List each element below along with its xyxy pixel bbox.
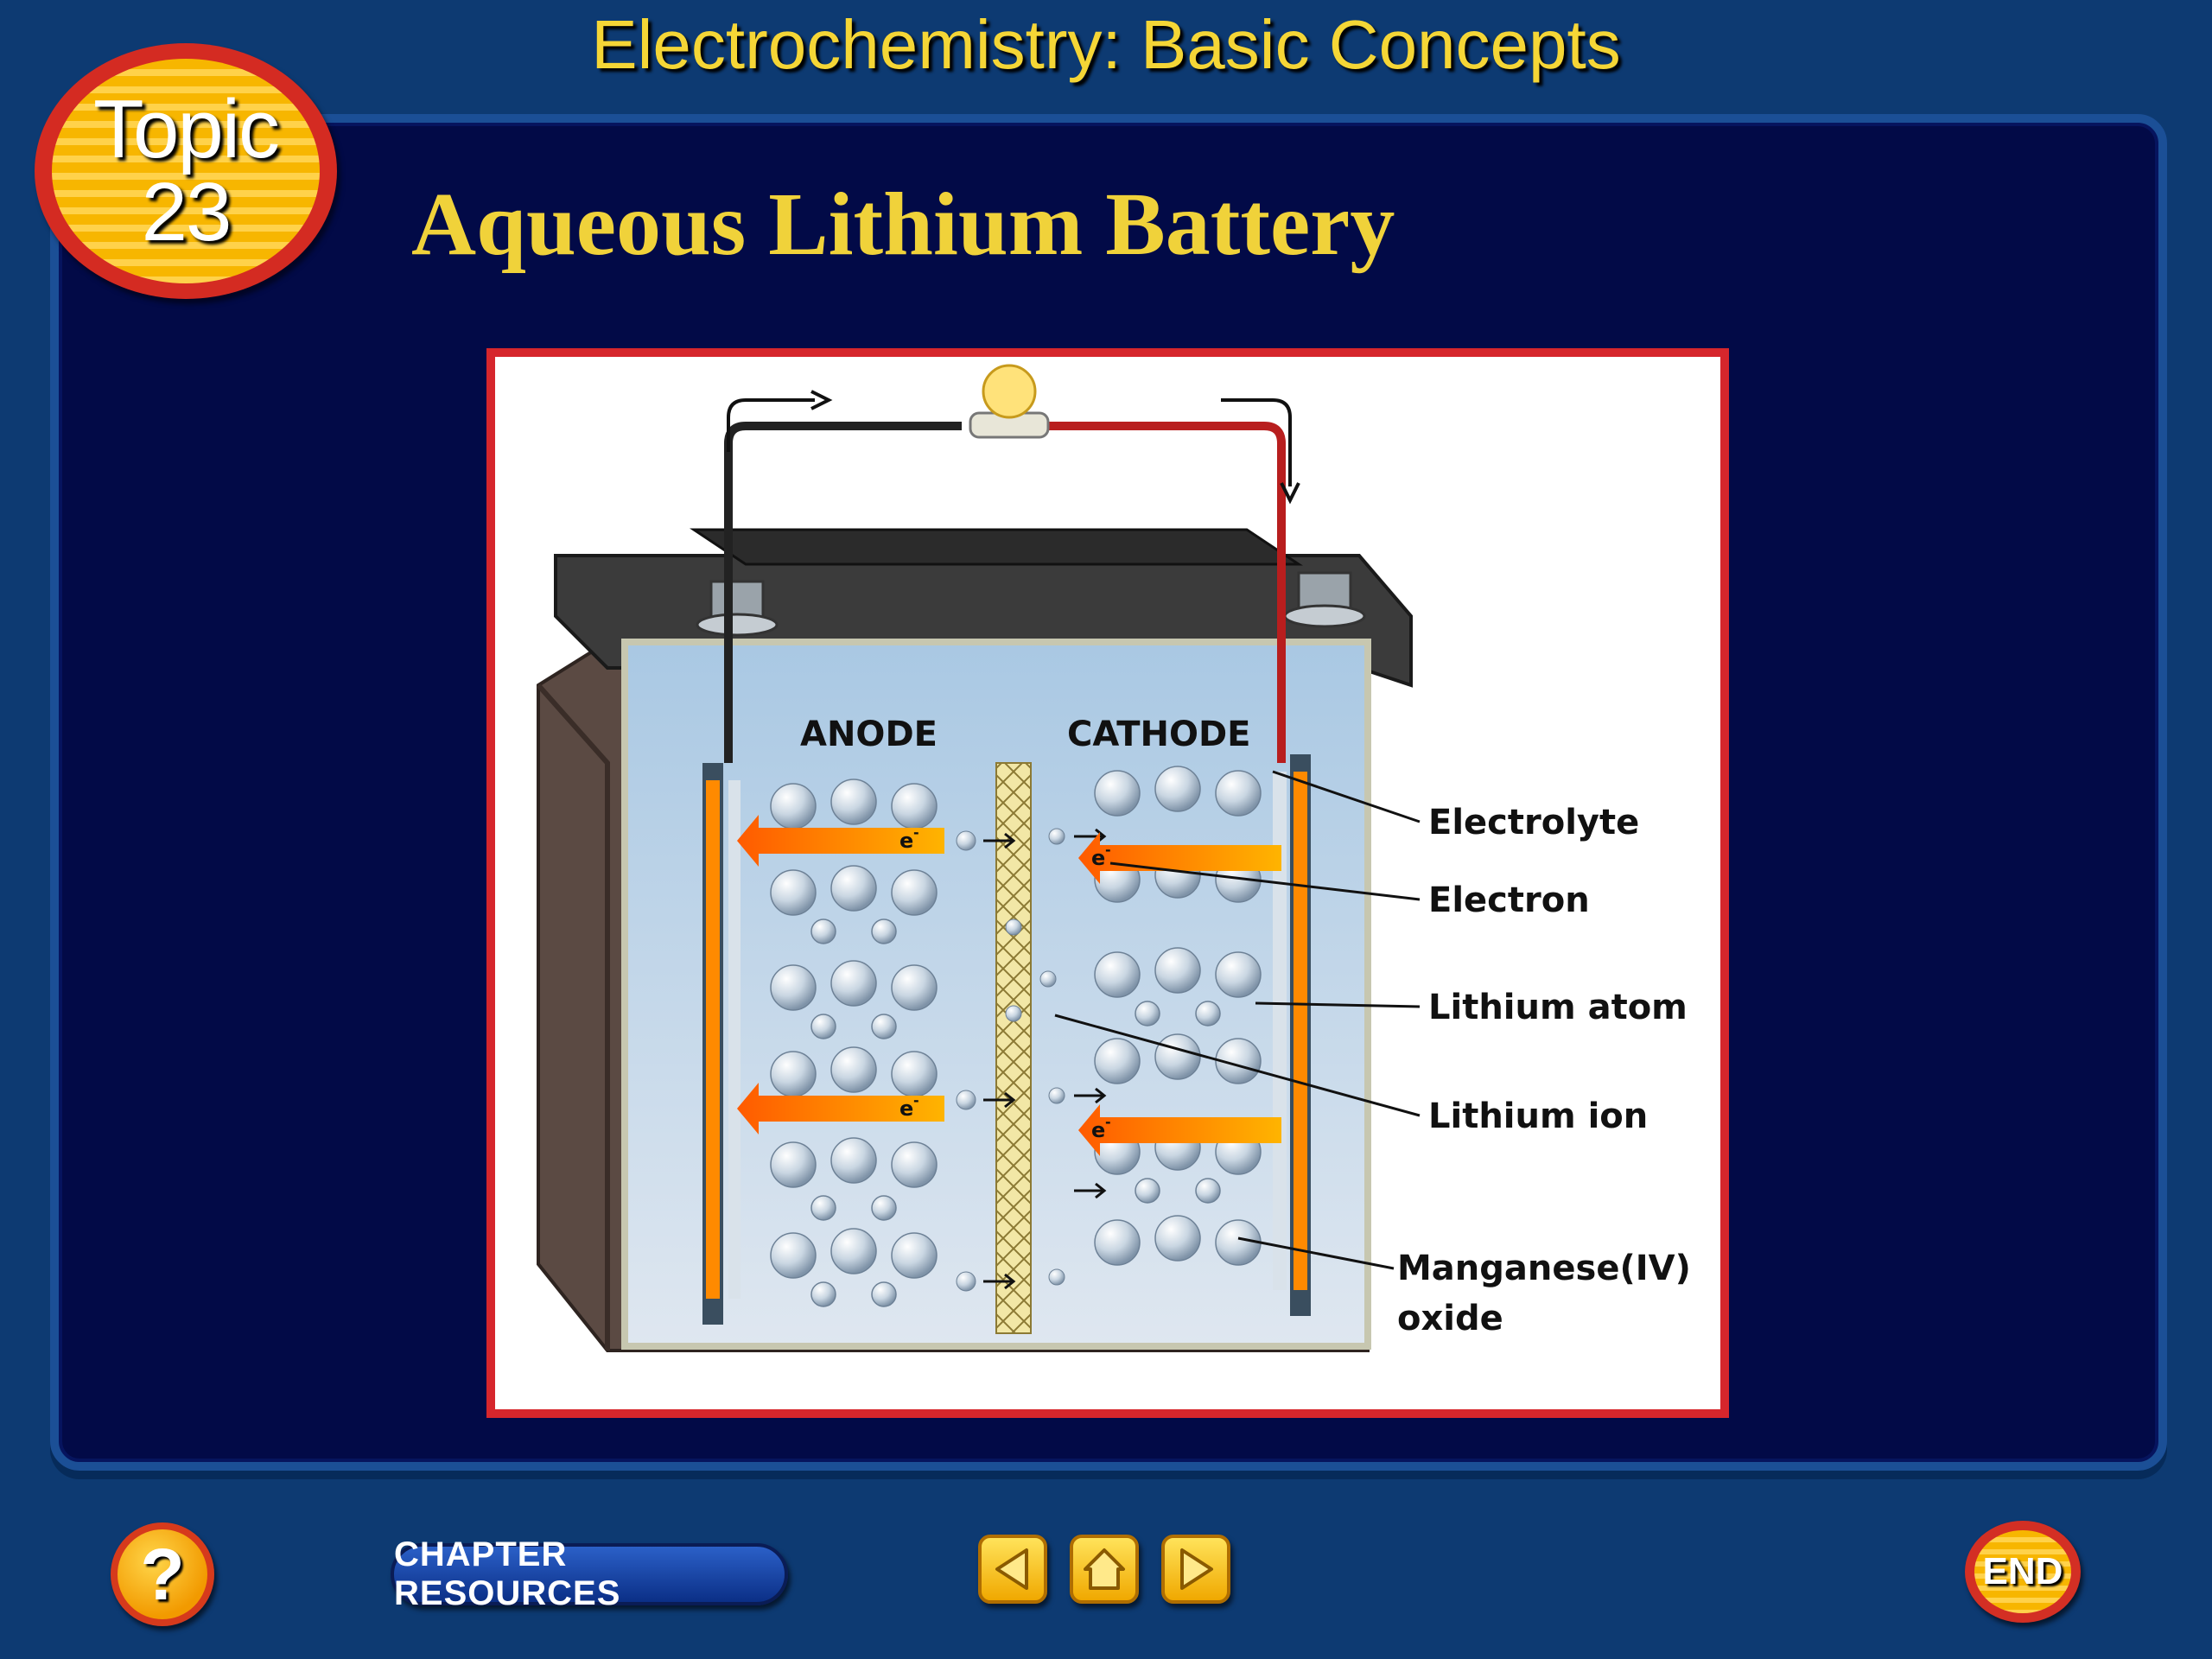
home-icon bbox=[1084, 1548, 1125, 1590]
chapter-resources-button[interactable]: CHAPTER RESOURCES bbox=[391, 1535, 788, 1612]
electron-symbol: e bbox=[1091, 1118, 1105, 1142]
topic-badge: Topic 23 bbox=[35, 43, 337, 299]
electron-symbol: e bbox=[899, 1096, 913, 1121]
help-button[interactable]: ? bbox=[111, 1522, 214, 1626]
topic-label: Topic bbox=[92, 83, 280, 175]
electron-symbol: e bbox=[899, 829, 913, 853]
callout-leaders bbox=[1054, 770, 1421, 1270]
electron-flow-arrows bbox=[737, 815, 1281, 1156]
lithium-atom-label: Lithium atom bbox=[1428, 988, 1688, 1027]
electron-charge: - bbox=[1105, 842, 1111, 858]
cathode-wire bbox=[1048, 422, 1286, 763]
battery-diagram: e - e - e - e - ANODE CATHODE Electrolyt… bbox=[486, 348, 1729, 1418]
home-button[interactable] bbox=[1070, 1535, 1139, 1604]
end-button[interactable]: END bbox=[1965, 1521, 2081, 1623]
topic-badge-inner: Topic 23 bbox=[52, 59, 320, 283]
topic-number: 23 bbox=[141, 166, 232, 258]
end-label: END bbox=[1982, 1550, 2063, 1592]
forward-button[interactable] bbox=[1161, 1535, 1230, 1604]
forward-arrow-icon bbox=[1180, 1548, 1213, 1590]
help-icon: ? bbox=[140, 1534, 185, 1615]
battery-diagram-svg: e - e - e - e - ANODE CATHODE Electrolyt… bbox=[536, 364, 1691, 1352]
electron-charge: - bbox=[913, 824, 919, 841]
manganese-label-line1: Manganese(IV) bbox=[1397, 1249, 1691, 1288]
back-arrow-icon bbox=[995, 1548, 1028, 1590]
electron-charge: - bbox=[1105, 1114, 1111, 1130]
anode-label: ANODE bbox=[800, 715, 938, 754]
anode-lithium-atoms bbox=[770, 779, 938, 1307]
electron-label: Electron bbox=[1428, 880, 1590, 920]
header-title: Electrochemistry: Basic Concepts bbox=[591, 6, 1621, 83]
cathode-label: CATHODE bbox=[1067, 715, 1251, 754]
manganese-label-line2: oxide bbox=[1397, 1299, 1503, 1338]
lithium-ions bbox=[956, 828, 1065, 1292]
chapter-resources-label: CHAPTER RESOURCES bbox=[394, 1535, 621, 1612]
electron-symbol: e bbox=[1091, 846, 1105, 870]
electron-charge: - bbox=[913, 1092, 919, 1109]
end-button-inner: END bbox=[1974, 1530, 2071, 1613]
ion-flow-arrows bbox=[983, 828, 1107, 1290]
slide-title: Aqueous Lithium Battery bbox=[411, 175, 1395, 274]
light-bulb-icon bbox=[982, 364, 1037, 419]
lithium-ion-label: Lithium ion bbox=[1428, 1096, 1648, 1136]
electrolyte-label: Electrolyte bbox=[1428, 803, 1639, 842]
separator bbox=[995, 762, 1032, 1334]
back-button[interactable] bbox=[978, 1535, 1047, 1604]
